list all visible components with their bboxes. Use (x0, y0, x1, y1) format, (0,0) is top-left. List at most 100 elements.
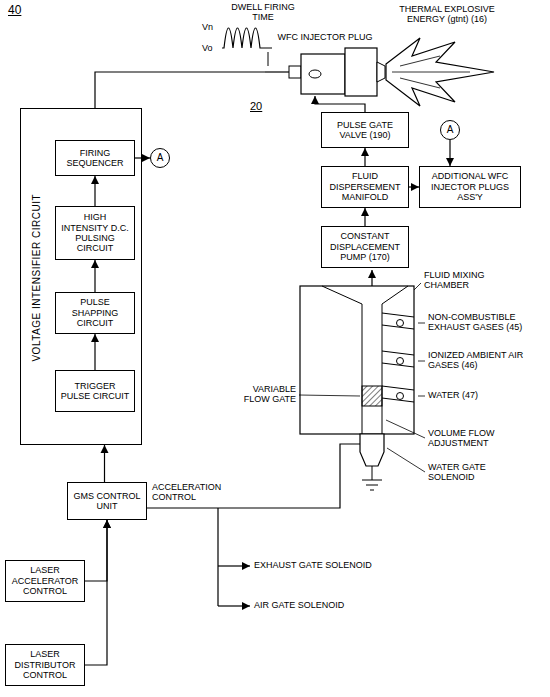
flow-arrow (85, 520, 107, 665)
label-holder: ACCELERATION CONTROL (152, 482, 236, 503)
figure-number: 40 (8, 4, 38, 18)
label-holder: EXHAUST GATE SOLENOID (254, 560, 424, 570)
flame-rays (392, 56, 470, 88)
ground-symbol (362, 466, 382, 490)
callout-label: WATER (47) (428, 390, 508, 400)
explosive-flame (386, 38, 494, 106)
callout-label: VOLUME FLOW ADJUSTMENT (428, 428, 524, 449)
circuit-group: VOLTAGE INTENSIFIER CIRCUIT FIRING SEQUEN… (20, 108, 142, 445)
label-holder: THERMAL EXPLOSIVE ENERGY (gtnt) (16) (382, 4, 512, 25)
voltage-label: Vn (202, 22, 220, 32)
flow-arrow (94, 334, 95, 370)
callout-label: FLUID MIXING CHAMBER (424, 270, 520, 291)
process-box: FLUID DISPERSEMENT MANIFOLD (321, 166, 409, 208)
chamber-funnel (322, 286, 408, 304)
callout-number: 20 (250, 100, 274, 113)
label-holder: VOLUME FLOW ADJUSTMENT (428, 428, 524, 449)
signal-tick (268, 52, 269, 66)
flow-arrow (94, 176, 95, 206)
label-holder: IONIZED AMBIENT AIR GASES (46) (428, 350, 530, 371)
plug-head (345, 48, 377, 96)
box-label: LASER DISTRIBUTOR CONTROL (9, 649, 81, 680)
box-label: HIGH INTENSITY D.C. PULSING CIRCUIT (59, 212, 131, 253)
flow-arrow (135, 157, 150, 158)
label-holder: 20 (250, 100, 274, 113)
label-holder: Vn (202, 22, 220, 32)
injector-plug: WFC INJECTOR PLUG (265, 32, 385, 96)
box-label: A (150, 152, 170, 164)
connector-circle: A (440, 120, 460, 140)
plug-port (309, 70, 321, 78)
flow-arrow (409, 186, 419, 187)
box-label: A (440, 124, 460, 136)
box-label: ADDITIONAL WFC INJECTOR PLUGS ASS'Y (423, 171, 517, 202)
pulse-waveform (222, 28, 272, 48)
inlet-valve (397, 393, 404, 400)
voltage-label: Vo (202, 43, 220, 53)
process-box: TRIGGER PULSE CIRCUIT (55, 370, 135, 412)
box-label: PULSE SHAPPING CIRCUIT (59, 297, 131, 328)
box-label: FIRING SEQUENCER (59, 148, 131, 169)
box-label: TRIGGER PULSE CIRCUIT (59, 381, 131, 402)
flow-arrow (95, 72, 265, 108)
inlet-channels (382, 313, 414, 402)
plug-nozzle (377, 62, 385, 82)
callout-label: WATER GATE SOLENOID (428, 462, 524, 483)
label-holder: AIR GATE SOLENOID (254, 600, 424, 610)
flow-arrow (364, 208, 365, 226)
flow-arrow (371, 270, 372, 286)
signal-label: AIR GATE SOLENOID (254, 600, 424, 610)
signal-label: EXHAUST GATE SOLENOID (254, 560, 424, 570)
callout-label: THERMAL EXPLOSIVE ENERGY (gtnt) (16) (382, 4, 512, 25)
inlet-valve (397, 320, 404, 327)
label-holder: 40 (8, 4, 38, 18)
callout-label: IONIZED AMBIENT AIR GASES (46) (428, 350, 530, 371)
flow-arrow (218, 565, 250, 566)
signal-label: ACCELERATION CONTROL (152, 482, 236, 503)
callout-label: NON-COMBUSTIBLE EXHAUST GASES (45) (428, 312, 530, 333)
box-label: GMS CONTROL UNIT (71, 491, 143, 512)
label-holder: WATER GATE SOLENOID (428, 462, 524, 483)
plug-body (301, 54, 345, 94)
flow-arrow (218, 605, 250, 606)
circle-outline (151, 149, 170, 168)
process-box: LASER DISTRIBUTOR CONTROL (5, 644, 85, 686)
process-box: PULSE GATE VALVE (190) (321, 112, 409, 148)
box-label: CONSTANT DISPLACEMENT PUMP (170) (325, 231, 405, 262)
leader-line (299, 283, 425, 472)
water-gate-solenoid (360, 434, 384, 466)
connector-circle: A (150, 148, 170, 168)
flow-arrow (85, 520, 107, 581)
flow-arrow (94, 260, 95, 292)
flow-arrow (449, 140, 450, 166)
mixing-chamber (300, 286, 414, 434)
signal-label: DWELL FIRING TIME (226, 2, 300, 23)
label-holder: FLUID MIXING CHAMBER (424, 270, 520, 291)
flow-arrow (364, 148, 365, 166)
label-holder: NON-COMBUSTIBLE EXHAUST GASES (45) (428, 312, 530, 333)
process-box: ADDITIONAL WFC INJECTOR PLUGS ASS'Y (419, 166, 521, 208)
box-label: FLUID DISPERSEMENT MANIFOLD (325, 171, 405, 202)
group-title: VOLTAGE INTENSIFIER CIRCUIT (31, 127, 43, 427)
inlet-valve (397, 358, 404, 365)
label-holder: Vo (202, 43, 220, 53)
process-box: GMS CONTROL UNIT (67, 482, 147, 520)
flow-arrow (315, 96, 365, 112)
process-box: FIRING SEQUENCER (55, 140, 135, 176)
box-label: PULSE GATE VALVE (190) (325, 120, 405, 141)
process-box: HIGH INTENSITY D.C. PULSING CIRCUIT (55, 206, 135, 260)
process-box: CONSTANT DISPLACEMENT PUMP (170) (321, 226, 409, 268)
process-box: LASER ACCELERATOR CONTROL (5, 560, 85, 602)
plug-lead (265, 71, 289, 72)
callout-label: VARIABLE FLOW GATE (232, 384, 296, 405)
process-box: PULSE SHAPPING CIRCUIT (55, 292, 135, 334)
flow-arrow (104, 445, 105, 482)
label-holder: VARIABLE FLOW GATE (232, 384, 296, 405)
label-holder: WATER (47) (428, 390, 508, 400)
label-holder: DWELL FIRING TIME (226, 2, 300, 23)
control-wire (146, 444, 360, 606)
plug-body (265, 48, 385, 96)
box-label: LASER ACCELERATOR CONTROL (9, 565, 81, 596)
circle-outline (441, 121, 460, 140)
